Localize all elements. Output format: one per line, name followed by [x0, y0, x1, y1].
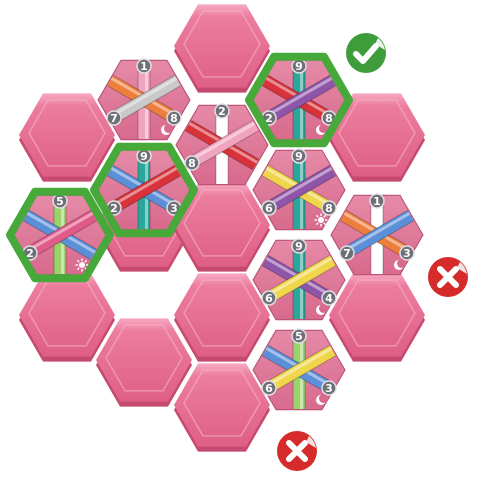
svg-text:6: 6 [265, 382, 273, 395]
empty-hex-cell[interactable] [19, 273, 115, 361]
number-socket: 8 [185, 156, 199, 170]
cross-badge-right[interactable] [427, 256, 467, 296]
number-socket: 9 [292, 59, 306, 73]
svg-text:5: 5 [56, 195, 64, 208]
svg-text:8: 8 [325, 202, 333, 215]
number-socket: 7 [107, 111, 121, 125]
svg-text:9: 9 [295, 60, 303, 73]
svg-text:8: 8 [188, 157, 196, 170]
number-socket: 9 [137, 149, 151, 163]
svg-text:7: 7 [110, 112, 118, 125]
svg-text:6: 6 [265, 202, 273, 215]
svg-text:7: 7 [343, 247, 351, 260]
empty-hex-cell[interactable] [96, 318, 192, 406]
empty-hex-cell[interactable] [174, 273, 270, 361]
svg-text:4: 4 [325, 292, 333, 305]
number-socket: 6 [262, 381, 276, 395]
number-socket: 1 [370, 194, 384, 208]
number-socket: 6 [262, 291, 276, 305]
number-socket: 9 [292, 239, 306, 253]
number-socket: 8 [167, 111, 181, 125]
svg-text:9: 9 [295, 150, 303, 163]
number-socket: 9 [292, 149, 306, 163]
number-socket: 3 [322, 381, 336, 395]
svg-text:1: 1 [373, 195, 381, 208]
cross-badge-bottom[interactable] [276, 430, 316, 470]
svg-text:9: 9 [295, 240, 303, 253]
number-socket: 5 [292, 329, 306, 343]
number-socket: 8 [322, 201, 336, 215]
sun-icon [315, 214, 328, 227]
number-socket: 7 [340, 246, 354, 260]
number-socket: 4 [322, 291, 336, 305]
check-icon [345, 32, 389, 76]
svg-text:3: 3 [403, 247, 411, 260]
svg-text:3: 3 [325, 382, 333, 395]
svg-text:9: 9 [140, 150, 148, 163]
cross-icon [427, 256, 471, 300]
svg-text:5: 5 [295, 330, 303, 343]
empty-hex-cell[interactable] [19, 93, 115, 181]
number-socket: 3 [400, 246, 414, 260]
svg-text:2: 2 [218, 105, 226, 118]
number-socket: 1 [137, 59, 151, 73]
cross-icon [276, 430, 320, 474]
svg-text:6: 6 [265, 292, 273, 305]
svg-text:8: 8 [170, 112, 178, 125]
number-socket: 5 [53, 194, 67, 208]
number-socket: 6 [262, 201, 276, 215]
svg-text:1: 1 [140, 60, 148, 73]
empty-hex-cell[interactable] [329, 273, 425, 361]
empty-hex-cell[interactable] [174, 363, 270, 451]
number-socket: 2 [215, 104, 229, 118]
check-badge[interactable] [345, 32, 385, 72]
empty-hex-cell[interactable] [174, 4, 270, 92]
